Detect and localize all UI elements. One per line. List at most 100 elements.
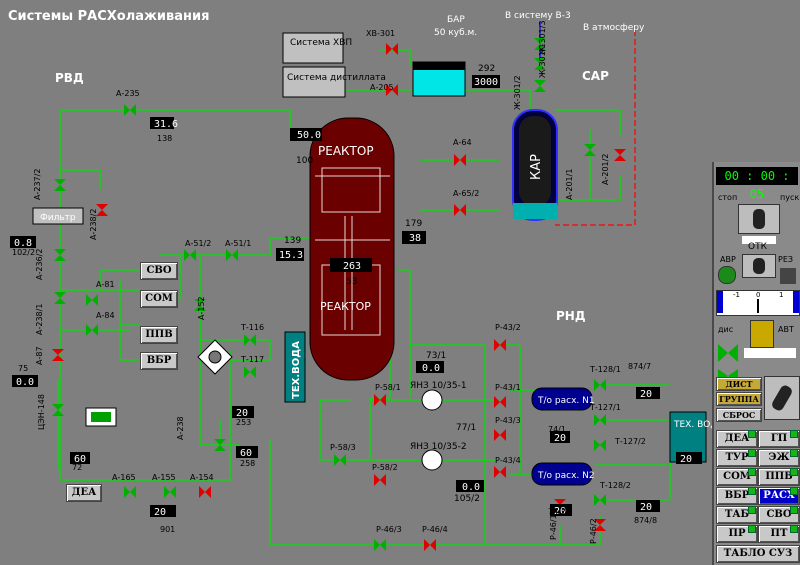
pump-yanz-2-icon[interactable] [421, 449, 443, 471]
nav-сво[interactable]: СВО [758, 506, 800, 524]
valve-ж-301-3[interactable] [534, 38, 546, 50]
mode-switch[interactable] [742, 254, 776, 278]
valve-а-205[interactable] [386, 84, 398, 96]
valve-р-58-3[interactable] [334, 454, 346, 466]
valve-р-58-2[interactable] [374, 474, 386, 486]
valve-а-84[interactable] [86, 324, 98, 336]
status-bar [744, 348, 796, 358]
nav-lamp [748, 449, 756, 457]
valve-а-238[interactable] [214, 439, 226, 451]
valve-а-238-1[interactable] [54, 292, 66, 304]
readout-display: 31.6 [150, 117, 178, 130]
nav-lamp [790, 468, 798, 476]
valve-т-116[interactable] [244, 334, 256, 346]
valve-р-43-3[interactable] [494, 429, 506, 441]
svg-text:0.0: 0.0 [462, 482, 480, 493]
bar-tank[interactable] [412, 61, 466, 97]
nav-деа[interactable]: ДЕА [716, 430, 758, 448]
group-button[interactable]: ГРУППА [716, 392, 762, 406]
valve-label: Т-127/1 [589, 403, 621, 412]
valve-label: А-236/2 [35, 249, 44, 280]
svo-button[interactable]: СВО [140, 262, 178, 280]
nav-тур[interactable]: ТУР [716, 449, 758, 467]
valve-а-87[interactable] [52, 349, 64, 361]
tech-water-box[interactable]: ТЕХ.ВОДА [284, 331, 306, 403]
valve-т-117[interactable] [244, 366, 256, 378]
nav-lamp [790, 449, 798, 457]
valve-р-46-2[interactable] [594, 519, 606, 531]
ppv-button[interactable]: ППВ [140, 326, 178, 344]
valve-а-154[interactable] [199, 486, 211, 498]
valve-т-128-1[interactable] [594, 379, 606, 391]
nav-tablo-suz[interactable]: ТАБЛО СУЗ [716, 545, 800, 563]
dea-button[interactable]: ДЕА [66, 484, 102, 502]
valve-а-165[interactable] [124, 486, 136, 498]
valve-а-51-2[interactable] [184, 249, 196, 261]
valve-р-46-3[interactable] [374, 539, 386, 551]
nav-сом[interactable]: СОМ [716, 468, 758, 486]
hvo-system-box[interactable]: Система ХВП [282, 32, 352, 64]
svg-text:20: 20 [680, 454, 692, 465]
valve-а-236-2[interactable] [54, 249, 66, 261]
pump-yanz-1-icon[interactable] [421, 389, 443, 411]
nav-эж[interactable]: ЭЖ [758, 449, 800, 467]
distillate-system-box[interactable]: Система дистиллата [282, 66, 386, 98]
valve-а-201-2[interactable] [614, 149, 626, 161]
valve-а-152[interactable] [194, 299, 206, 311]
valve-т-127-2[interactable] [594, 439, 606, 451]
avr-label: АВР [720, 255, 736, 264]
valve-р-43-4[interactable] [494, 466, 506, 478]
valve-т-128-2[interactable] [594, 494, 606, 506]
valve-а-81[interactable] [86, 294, 98, 306]
nav-пр[interactable]: ПР [716, 525, 758, 543]
readout-display: 20 [232, 406, 254, 419]
reactor-top-tag: 100 [296, 156, 313, 166]
valve-р-58-1[interactable] [374, 394, 386, 406]
som-button[interactable]: СОМ [140, 290, 178, 308]
reactor[interactable]: РЕАКТОР РЕАКТОР [309, 117, 395, 381]
svg-text:263: 263 [343, 261, 361, 272]
selector-switch[interactable] [764, 376, 800, 420]
heat-exchanger-icon[interactable] [197, 339, 233, 375]
svg-text:0.8: 0.8 [14, 238, 32, 249]
cooler-2[interactable] [531, 462, 593, 486]
valve-а-237-2[interactable] [54, 179, 66, 191]
vbr-button[interactable]: ВБР [140, 352, 178, 370]
valve-р-43-2[interactable] [494, 339, 506, 351]
nav-ппв[interactable]: ППВ [758, 468, 800, 486]
valve-т-127-1[interactable] [594, 414, 606, 426]
valve-хв-301[interactable] [386, 43, 398, 55]
nav-пт[interactable]: ПТ [758, 525, 800, 543]
valve-р-46-4[interactable] [424, 539, 436, 551]
atmosphere-line [555, 30, 636, 226]
valve-а-238-2[interactable] [96, 204, 108, 216]
control-key-switch[interactable] [750, 320, 774, 348]
filter-box[interactable]: Фильтр [32, 207, 84, 225]
valve-а-65-2[interactable] [454, 204, 466, 216]
valve-label: А-235 [116, 89, 140, 98]
start-stop-switch[interactable] [738, 204, 780, 234]
reactor-top-display: 50.0 [290, 128, 322, 141]
valve-ж-301-1[interactable] [534, 80, 546, 92]
cooler-1[interactable] [531, 387, 593, 411]
readout-tag: 74/2 [548, 507, 566, 516]
valve-label: А-238/2 [89, 209, 98, 240]
valve-а-235[interactable] [124, 104, 136, 116]
valve-цэн-148[interactable] [52, 404, 64, 416]
valve-а-64[interactable] [454, 154, 466, 166]
valve-р-43-1[interactable] [494, 396, 506, 408]
valve-ж-301-2[interactable] [534, 58, 546, 70]
svg-text:31.6: 31.6 [154, 119, 178, 130]
nav-вбр[interactable]: ВБР [716, 487, 758, 505]
valve-а-51-1[interactable] [226, 249, 238, 261]
valve-а-201-1[interactable] [584, 144, 596, 156]
valve-label: А-84 [96, 311, 115, 320]
dist-button[interactable]: ДИСТ [716, 377, 762, 391]
kar-tank[interactable]: КАР [512, 109, 558, 221]
svg-text:20: 20 [236, 408, 248, 419]
valve-label: Т-127/2 [614, 437, 646, 446]
readout-display: 60 [70, 452, 90, 465]
valve-а-155[interactable] [164, 486, 176, 498]
reset-button[interactable]: СБРОС [716, 408, 762, 422]
nav-таб[interactable]: ТАБ [716, 506, 758, 524]
